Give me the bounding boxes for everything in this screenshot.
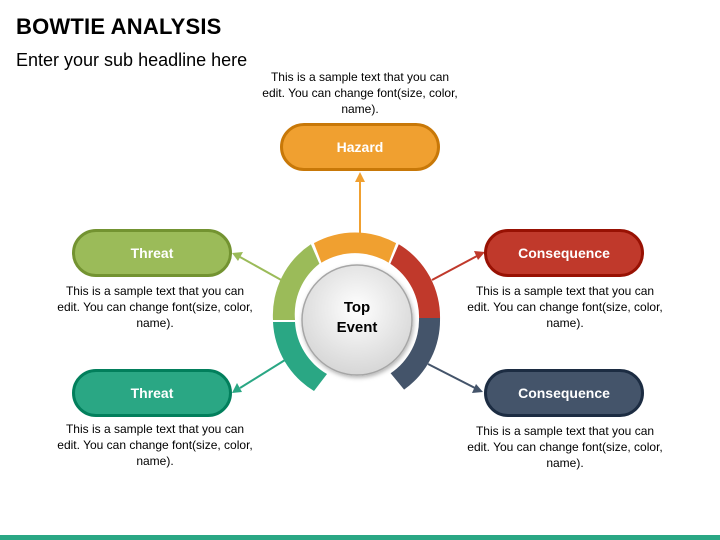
arrow-to-threat-top bbox=[232, 252, 284, 282]
arrow-to-consequence-bottom bbox=[427, 363, 483, 393]
arrow-to-threat-bottom bbox=[232, 359, 286, 393]
footer-bar bbox=[0, 535, 720, 540]
hazard-label: Hazard bbox=[336, 139, 384, 155]
page-title: BOWTIE ANALYSIS bbox=[16, 14, 222, 39]
page-subtitle: Enter your sub headline here bbox=[16, 50, 248, 70]
hazard-description: This is a sample text that you can edit.… bbox=[262, 70, 458, 116]
top-event-line2: Event bbox=[336, 319, 378, 336]
ring-segment-consequence-bottom bbox=[390, 318, 441, 390]
consequence-top-box: Consequence bbox=[484, 229, 644, 277]
ring-segment-threat-top bbox=[272, 244, 320, 320]
consequence-bottom-description: This is a sample text that you can edit.… bbox=[467, 424, 663, 470]
arrow-to-consequence-top bbox=[431, 251, 485, 281]
consequence-top-description: This is a sample text that you can edit.… bbox=[467, 284, 663, 330]
threat-top-box: Threat bbox=[72, 229, 232, 277]
top-event-label: Top Event bbox=[307, 298, 407, 338]
consequence-bottom-label: Consequence bbox=[518, 385, 610, 401]
consequence-bottom-box: Consequence bbox=[484, 369, 644, 417]
threat-bottom-description: This is a sample text that you can edit.… bbox=[57, 422, 253, 468]
arrow-to-hazard bbox=[355, 172, 365, 236]
threat-top-description: This is a sample text that you can edit.… bbox=[57, 284, 253, 330]
threat-bottom-label: Threat bbox=[130, 385, 174, 401]
threat-bottom-box: Threat bbox=[72, 369, 232, 417]
top-event-circle bbox=[301, 264, 413, 376]
threat-top-label: Threat bbox=[130, 245, 174, 261]
ring-segment-threat-bottom bbox=[273, 322, 327, 391]
consequence-top-label: Consequence bbox=[518, 245, 610, 261]
top-event-line1: Top bbox=[343, 299, 371, 316]
ring-segment-consequence-top bbox=[390, 244, 441, 320]
ring-segment-hazard bbox=[313, 232, 397, 263]
hazard-box: Hazard bbox=[280, 123, 440, 171]
